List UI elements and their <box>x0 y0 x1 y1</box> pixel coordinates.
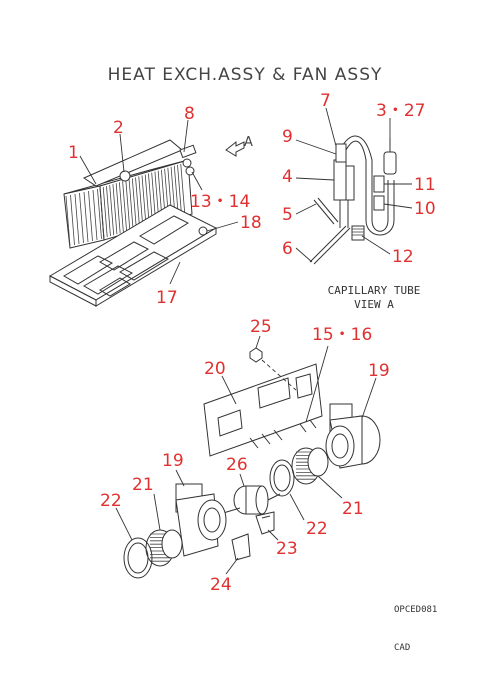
callouts: 1 2 8 13・14 18 17 7 3・27 9 4 11 5 10 6 1… <box>68 91 436 595</box>
diagram-title: HEAT EXCH.ASSY & FAN ASSY <box>108 65 383 85</box>
callout-17[interactable]: 17 <box>156 288 178 308</box>
sensor-3-27 <box>383 151 397 175</box>
callout-15-16[interactable]: 15・16 <box>312 325 372 345</box>
control-board <box>203 363 323 457</box>
view-caption-line1: CAPILLARY TUBE <box>328 284 421 297</box>
callout-25[interactable]: 25 <box>250 317 272 337</box>
drawing-code: OPCED081 <box>394 605 437 615</box>
fitting-9 <box>335 143 347 163</box>
callout-6[interactable]: 6 <box>282 239 293 259</box>
fan-motor <box>219 485 281 515</box>
valve-body-4 <box>333 159 347 201</box>
view-arrow-a: A <box>225 135 253 157</box>
leader-lines <box>79 107 413 575</box>
callout-12[interactable]: 12 <box>392 247 414 267</box>
callout-21-left[interactable]: 21 <box>132 475 154 495</box>
callout-22-left[interactable]: 22 <box>100 491 122 511</box>
callout-4[interactable]: 4 <box>282 167 293 187</box>
motor-bracket-23 <box>255 511 275 535</box>
callout-5[interactable]: 5 <box>282 205 293 225</box>
view-caption-line2: VIEW A <box>354 298 394 311</box>
callout-9[interactable]: 9 <box>282 127 293 147</box>
callout-8[interactable]: 8 <box>184 104 195 124</box>
callout-3-27[interactable]: 3・27 <box>376 101 425 121</box>
fan-right <box>269 403 381 497</box>
callout-26[interactable]: 26 <box>226 455 248 475</box>
callout-7[interactable]: 7 <box>320 91 331 111</box>
drain-plug-18 <box>198 226 208 236</box>
callout-19-right[interactable]: 19 <box>368 361 390 381</box>
callout-1[interactable]: 1 <box>68 143 79 163</box>
pipe-stub-8 <box>179 144 197 159</box>
callout-22-right[interactable]: 22 <box>306 519 328 539</box>
callout-11[interactable]: 11 <box>414 175 436 195</box>
callout-24[interactable]: 24 <box>210 575 232 595</box>
fitting-10 <box>373 195 385 211</box>
motor-bracket-24 <box>231 533 251 561</box>
callout-2[interactable]: 2 <box>113 118 124 138</box>
callout-19-left[interactable]: 19 <box>162 451 184 471</box>
fitting-11 <box>373 175 385 193</box>
callout-10[interactable]: 10 <box>414 199 436 219</box>
callout-20[interactable]: 20 <box>204 359 226 379</box>
nut-12 <box>351 225 365 241</box>
fan-left <box>123 483 227 579</box>
callout-13-14[interactable]: 13・14 <box>190 192 250 212</box>
callout-23[interactable]: 23 <box>276 539 298 559</box>
callout-21-right[interactable]: 21 <box>342 499 364 519</box>
callout-18[interactable]: 18 <box>240 213 262 233</box>
capillary-tube-assembly <box>309 135 397 265</box>
screw-2 <box>119 170 131 182</box>
view-marker-label: A <box>244 135 253 150</box>
cad-label: CAD <box>394 643 410 653</box>
